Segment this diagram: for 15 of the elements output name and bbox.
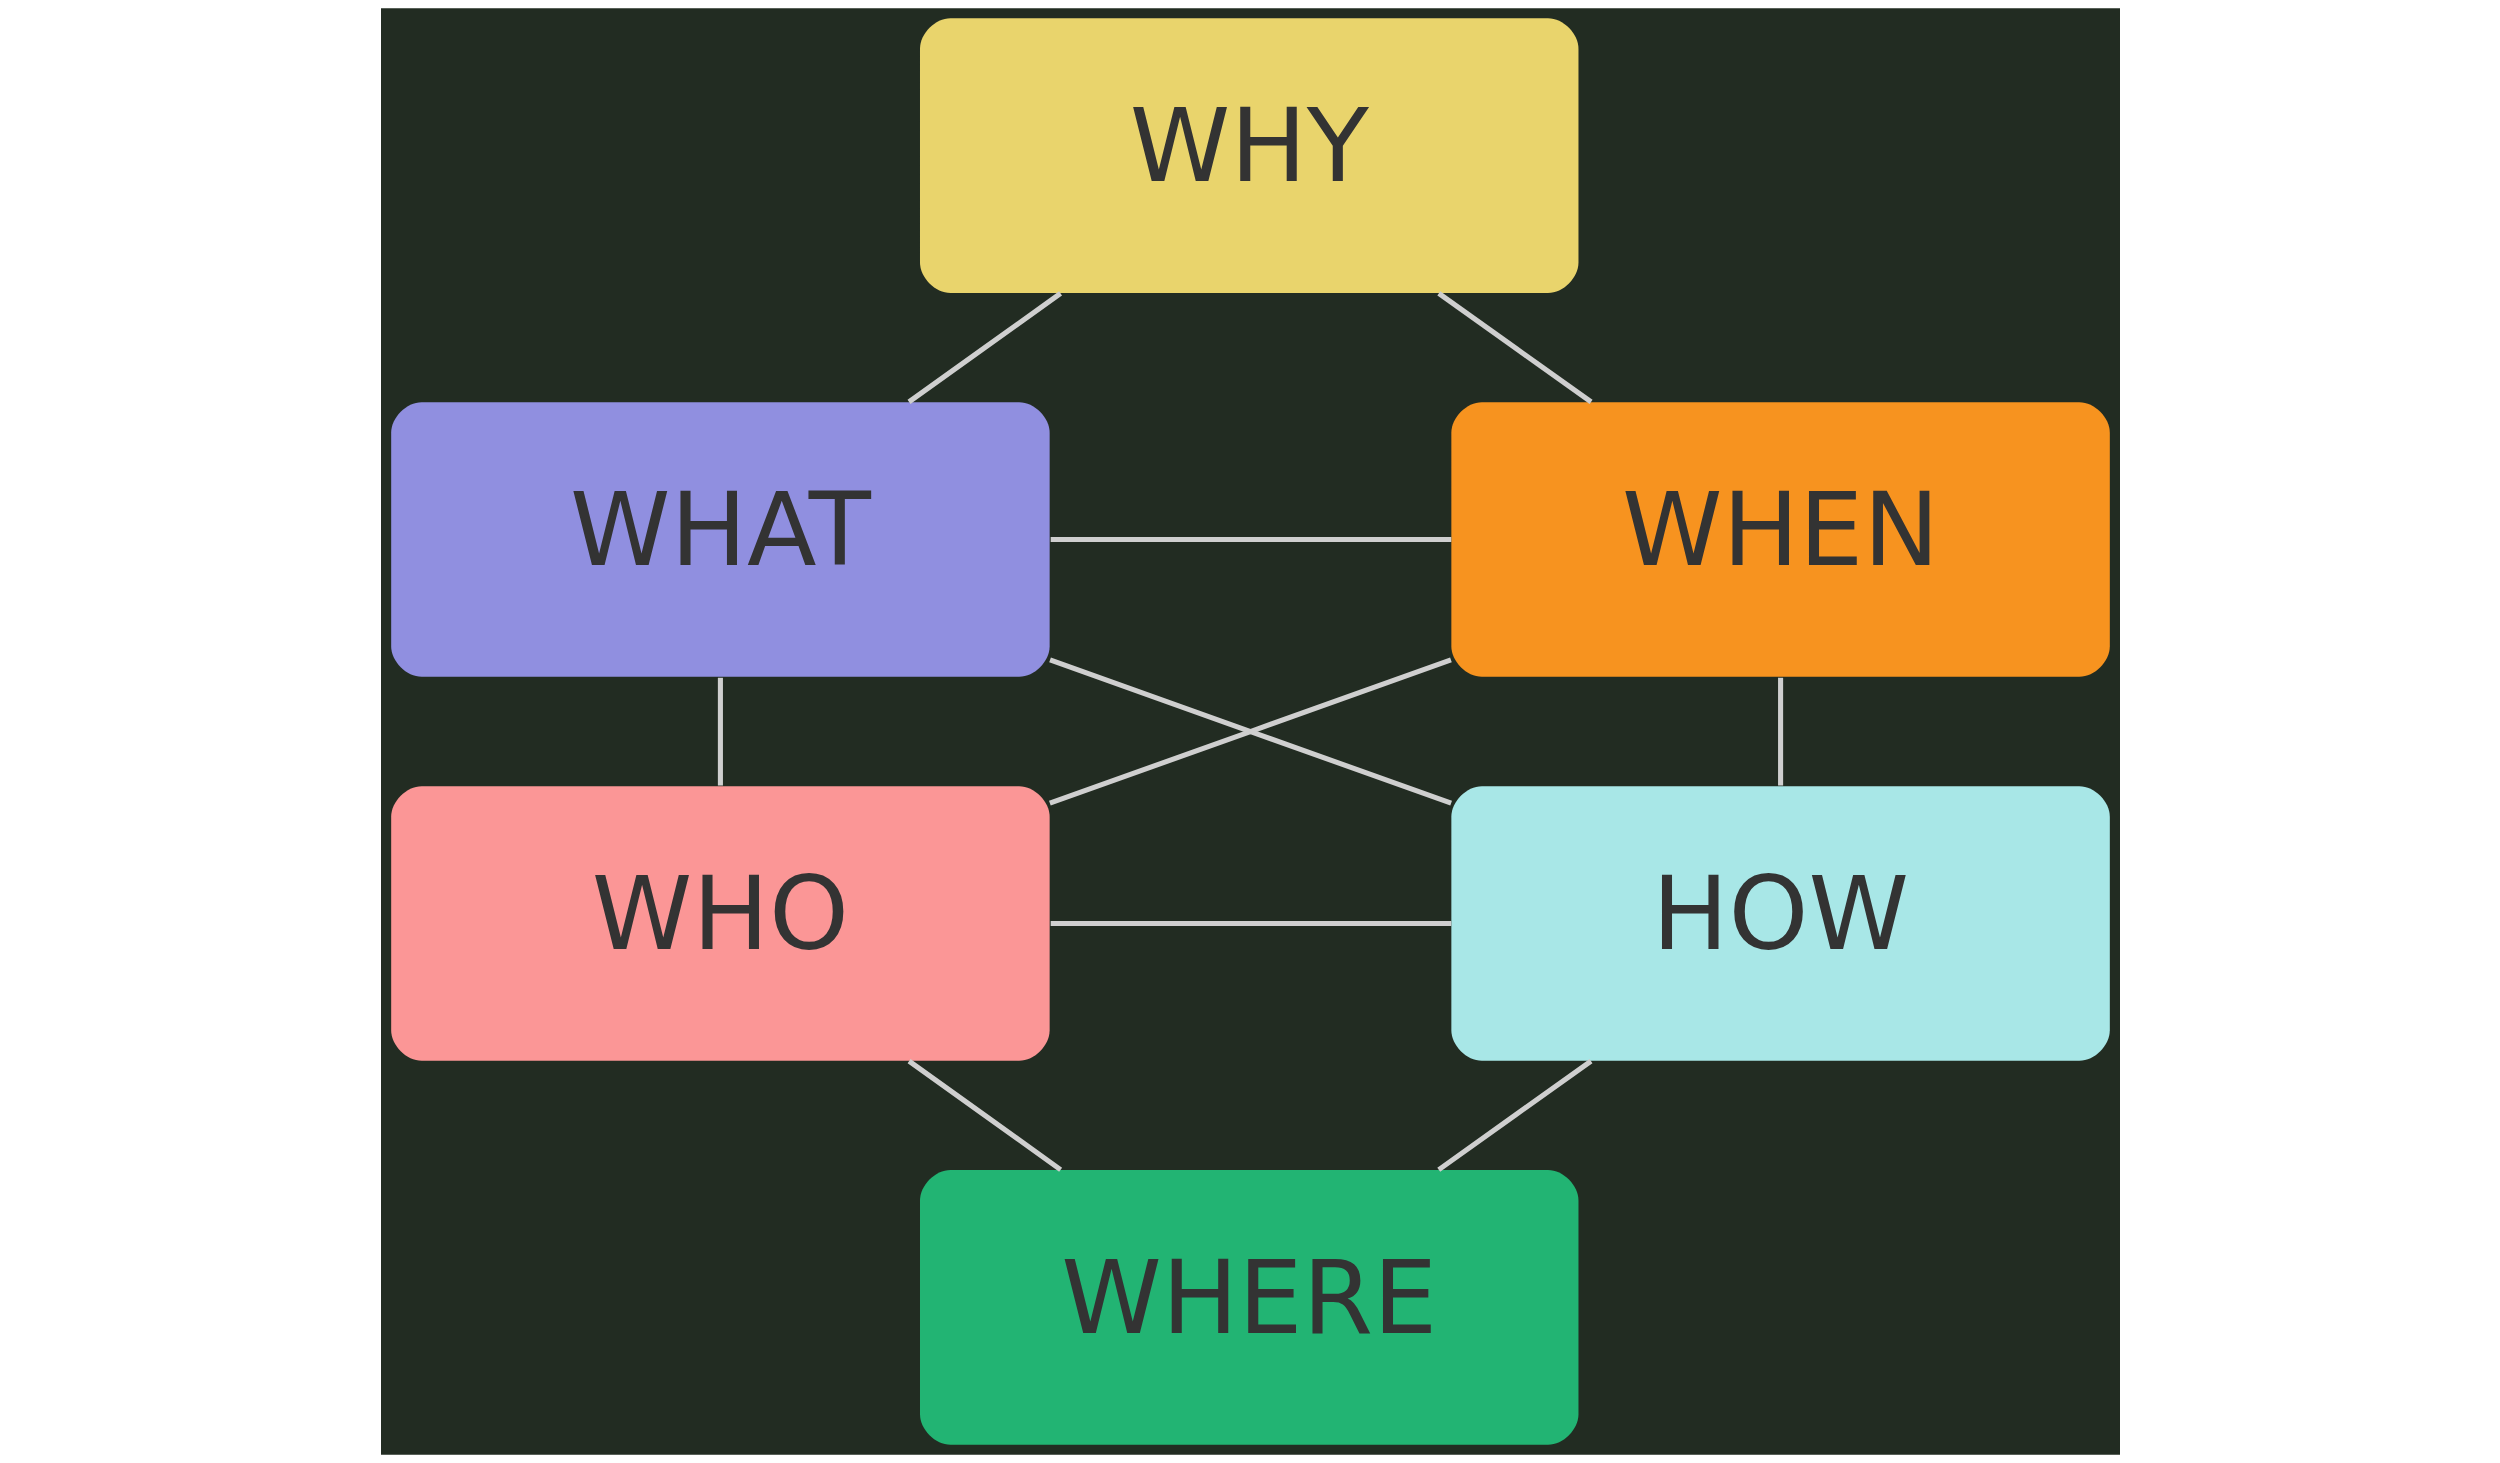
connector [1050,920,1451,926]
connector [717,677,723,786]
connector [1436,1059,1592,1172]
node-box: WHAT [390,402,1050,677]
connector [907,291,1062,404]
connector [1777,677,1783,786]
connector [907,1059,1062,1172]
node-box: WHERE [919,1170,1578,1445]
connector [1436,291,1593,404]
connector [1050,537,1451,543]
connector [1048,657,1452,806]
node-box: WHY [919,18,1578,293]
node-box: WHEN [1450,402,2110,677]
node-box: WHO [390,786,1050,1061]
node-box: HOW [1450,786,2110,1061]
